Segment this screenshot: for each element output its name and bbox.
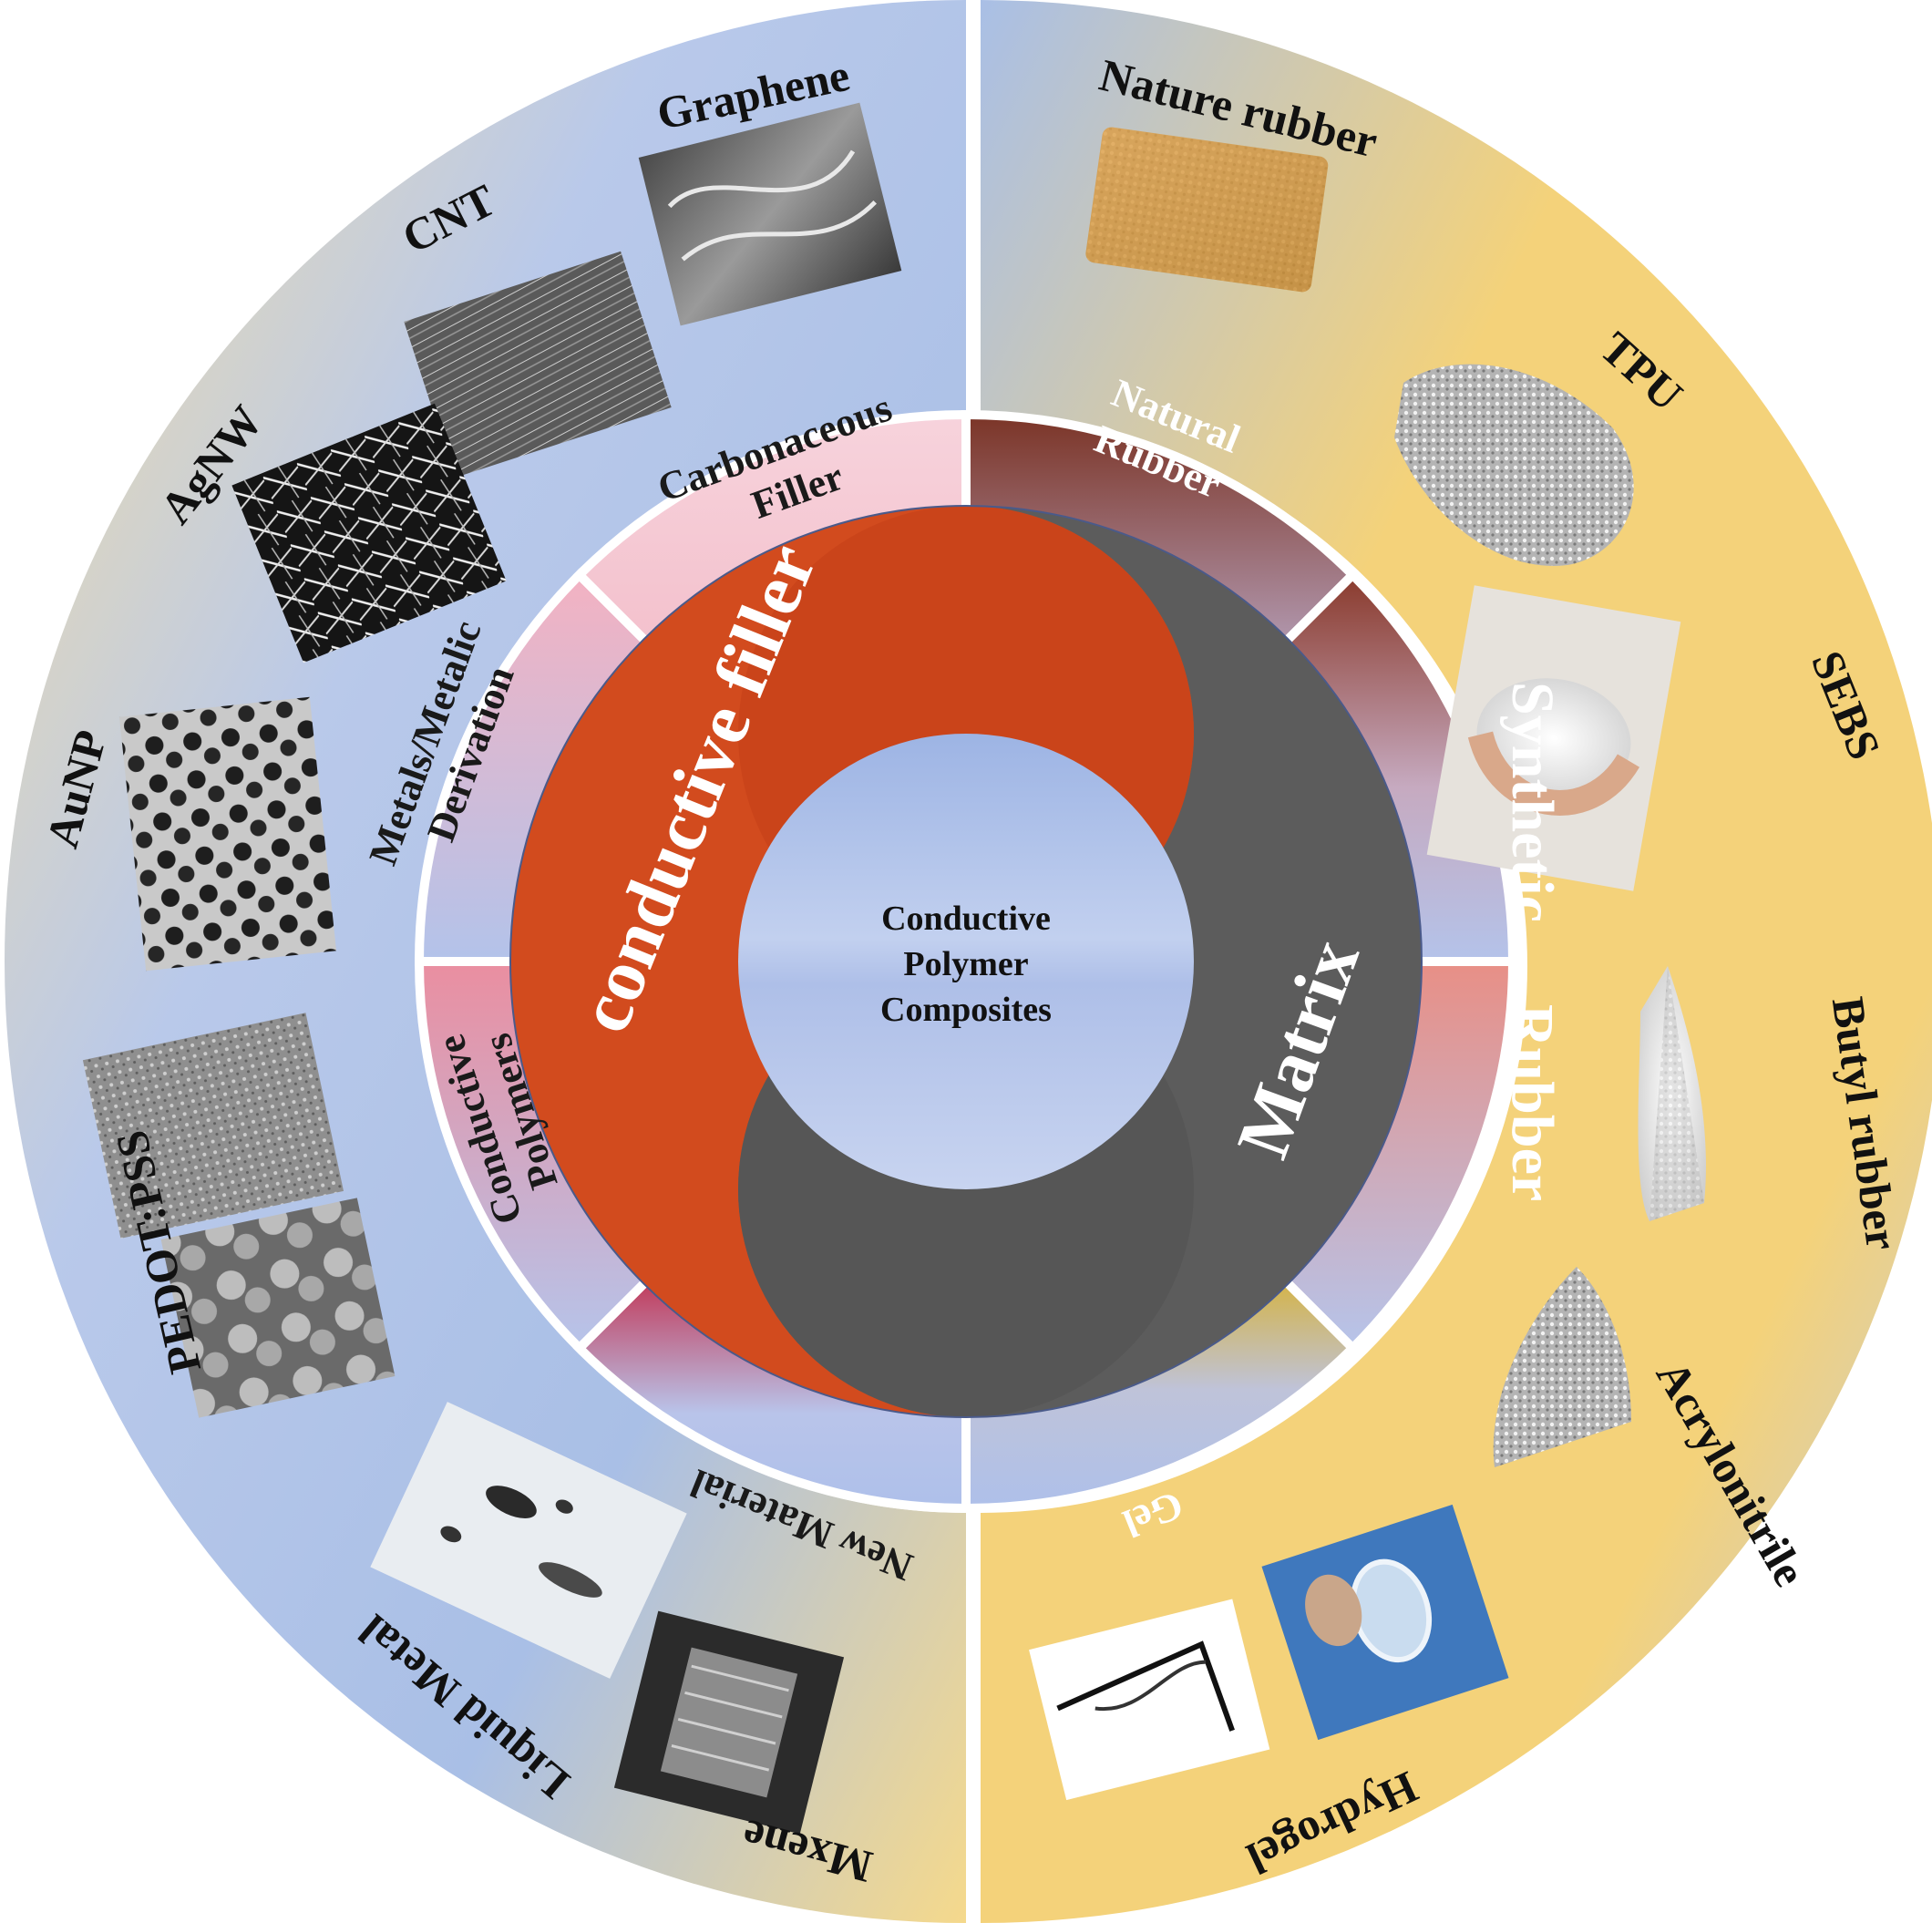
pedot-image-bottom	[160, 1198, 396, 1418]
butyl-rubber-image	[1638, 966, 1706, 1221]
core	[509, 505, 1423, 1418]
center-title-line-2: Polymer	[903, 945, 1028, 983]
material-images	[82, 102, 1706, 1835]
aunp-image	[118, 696, 337, 972]
center-circle	[738, 734, 1194, 1189]
hydrogel-image-left	[1029, 1599, 1270, 1801]
agnw-image	[231, 403, 507, 663]
core-rim	[509, 505, 1423, 1418]
rubber-label: Rubber	[1499, 1004, 1566, 1201]
acrylonitrile-image	[1493, 1267, 1631, 1467]
liquid-metal-image	[370, 1402, 687, 1679]
pedot-image-top	[82, 1013, 344, 1239]
graphene-image	[638, 102, 902, 326]
synthetic-label: Synthetic	[1499, 682, 1566, 922]
cnt-image	[404, 251, 672, 478]
outer-ring-matrix-half	[981, 0, 1932, 1923]
center-title: Conductive Polymer Composites	[880, 900, 1052, 1029]
tpu-image	[1394, 364, 1634, 566]
center-title-line-1: Conductive	[881, 900, 1051, 938]
center-title-line-3: Composites	[880, 991, 1052, 1029]
category-ring	[414, 409, 1518, 1514]
